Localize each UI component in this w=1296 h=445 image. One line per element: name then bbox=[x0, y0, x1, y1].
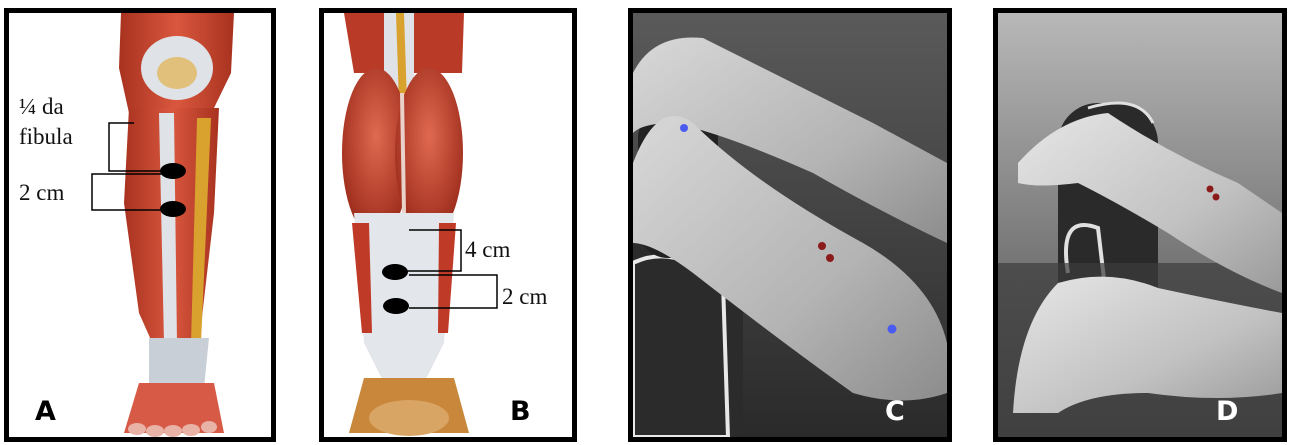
panel-b: 4 cm 2 cm B bbox=[319, 8, 577, 442]
panel-a: ¼ da fibula 2 cm A bbox=[4, 8, 276, 442]
panel-letter-d: D bbox=[1216, 398, 1238, 425]
panel-d: D bbox=[993, 8, 1287, 442]
fibula-word-label: fibula bbox=[19, 125, 73, 148]
electrode-marker-1 bbox=[818, 242, 826, 250]
lower-spacing-label: 2 cm bbox=[502, 285, 547, 308]
legs-photo-d bbox=[998, 13, 1282, 437]
electrode-marker-2 bbox=[826, 254, 834, 262]
electrode-spacing-label: 2 cm bbox=[19, 181, 64, 204]
fibula-fraction-label: ¼ da bbox=[19, 95, 64, 118]
panel-letter-c: C bbox=[885, 398, 905, 425]
electrode-marker-2 bbox=[1213, 194, 1220, 201]
reference-marker-upper bbox=[680, 124, 688, 132]
panel-letter-b: B bbox=[510, 398, 531, 425]
electrode-marker-1 bbox=[1207, 186, 1214, 193]
legs-photo-c bbox=[633, 13, 947, 437]
panel-letter-a: A bbox=[35, 398, 56, 425]
posterior-leg-illustration bbox=[324, 13, 572, 437]
reference-marker-lower bbox=[888, 325, 897, 334]
panel-c: C bbox=[628, 8, 952, 442]
upper-spacing-label: 4 cm bbox=[465, 238, 510, 261]
anterior-leg-illustration bbox=[9, 13, 271, 437]
